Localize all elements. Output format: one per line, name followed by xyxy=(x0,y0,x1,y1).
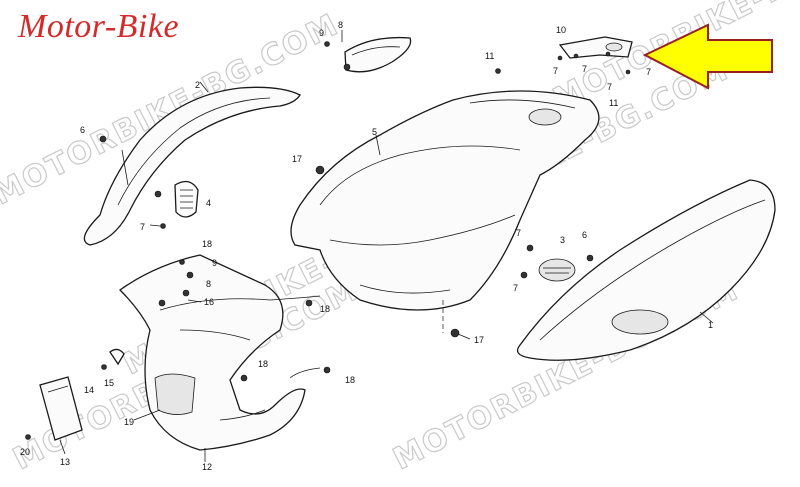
callout-label: 18 xyxy=(202,239,212,249)
strip-16 xyxy=(269,295,321,301)
screw-7 xyxy=(520,271,528,279)
callout-label: 3 xyxy=(560,235,565,245)
callout-label: 5 xyxy=(372,127,377,137)
part-3-vent xyxy=(538,258,576,282)
clip-18 xyxy=(305,299,313,307)
callout-label: 7 xyxy=(513,283,518,293)
clip-18 xyxy=(240,374,248,382)
part-10-bracket xyxy=(558,36,633,59)
screw-11 xyxy=(495,68,501,74)
callout-label: 16 xyxy=(204,297,214,307)
callout-label: 17 xyxy=(292,154,302,164)
callout-label: 18 xyxy=(320,304,330,314)
callout-label: 7 xyxy=(582,64,587,74)
callout-label: 18 xyxy=(258,359,268,369)
callout-label: 8 xyxy=(206,279,211,289)
part-4-grille xyxy=(174,180,199,218)
callout-label: 14 xyxy=(84,385,94,395)
callout-label: 17 xyxy=(474,335,484,345)
callout-label: 15 xyxy=(104,378,114,388)
clip-8 xyxy=(182,289,190,297)
callout-label: 20 xyxy=(20,447,30,457)
callout-label: 9 xyxy=(319,28,324,38)
callout-label: 7 xyxy=(607,82,612,92)
part-1-right-side-panel xyxy=(516,179,776,361)
leader-lines xyxy=(59,30,714,462)
callout-label: 11 xyxy=(609,98,618,108)
callout-label: 1 xyxy=(708,320,713,330)
clip-17 xyxy=(315,165,325,175)
callout-label: 18 xyxy=(345,375,355,385)
part-8-cover xyxy=(343,36,412,73)
callout-label: 7 xyxy=(553,66,558,76)
screw-14 xyxy=(101,364,107,370)
callout-label: 7 xyxy=(140,222,145,232)
callout-label: 19 xyxy=(124,417,134,427)
screw-7 xyxy=(526,244,534,252)
callout-label: 6 xyxy=(80,125,85,135)
clip-6 xyxy=(154,190,162,198)
callout-label: 12 xyxy=(202,462,212,472)
screw-9 xyxy=(186,271,194,279)
clip-18 xyxy=(179,259,185,265)
callout-label: 2 xyxy=(195,80,200,90)
clip-17 xyxy=(450,328,460,338)
screw-9-top xyxy=(324,41,330,47)
screw-7 xyxy=(557,55,563,61)
callout-label: 8 xyxy=(338,20,343,30)
part-12-rear-cowl xyxy=(118,254,306,451)
strip-18 xyxy=(289,367,321,379)
callout-label: 9 xyxy=(212,258,217,268)
clip-6 xyxy=(99,135,107,143)
callout-label: 7 xyxy=(646,67,651,77)
part-15 xyxy=(109,348,125,366)
callout-label: 6 xyxy=(582,230,587,240)
callout-label: 13 xyxy=(60,457,70,467)
part-13-plate xyxy=(39,376,83,441)
callout-label: 4 xyxy=(206,198,211,208)
screw-7 xyxy=(160,223,166,229)
screw-20 xyxy=(25,434,31,440)
brand-title: Motor-Bike xyxy=(18,8,180,45)
callout-label: 10 xyxy=(556,25,566,35)
screw-7 xyxy=(625,69,631,75)
highlight-arrow xyxy=(642,23,773,90)
callout-label: 11 xyxy=(485,51,494,61)
part-2-left-side-panel xyxy=(83,86,301,246)
callout-label: 7 xyxy=(516,228,521,238)
part-5-storage-body xyxy=(290,90,600,311)
clip-18 xyxy=(323,366,331,374)
clip xyxy=(158,299,166,307)
callout-labels: 9 8 10 7 7 7 7 11 11 2 6 5 17 4 7 18 9 8… xyxy=(20,20,713,472)
clip-6 xyxy=(586,254,594,262)
